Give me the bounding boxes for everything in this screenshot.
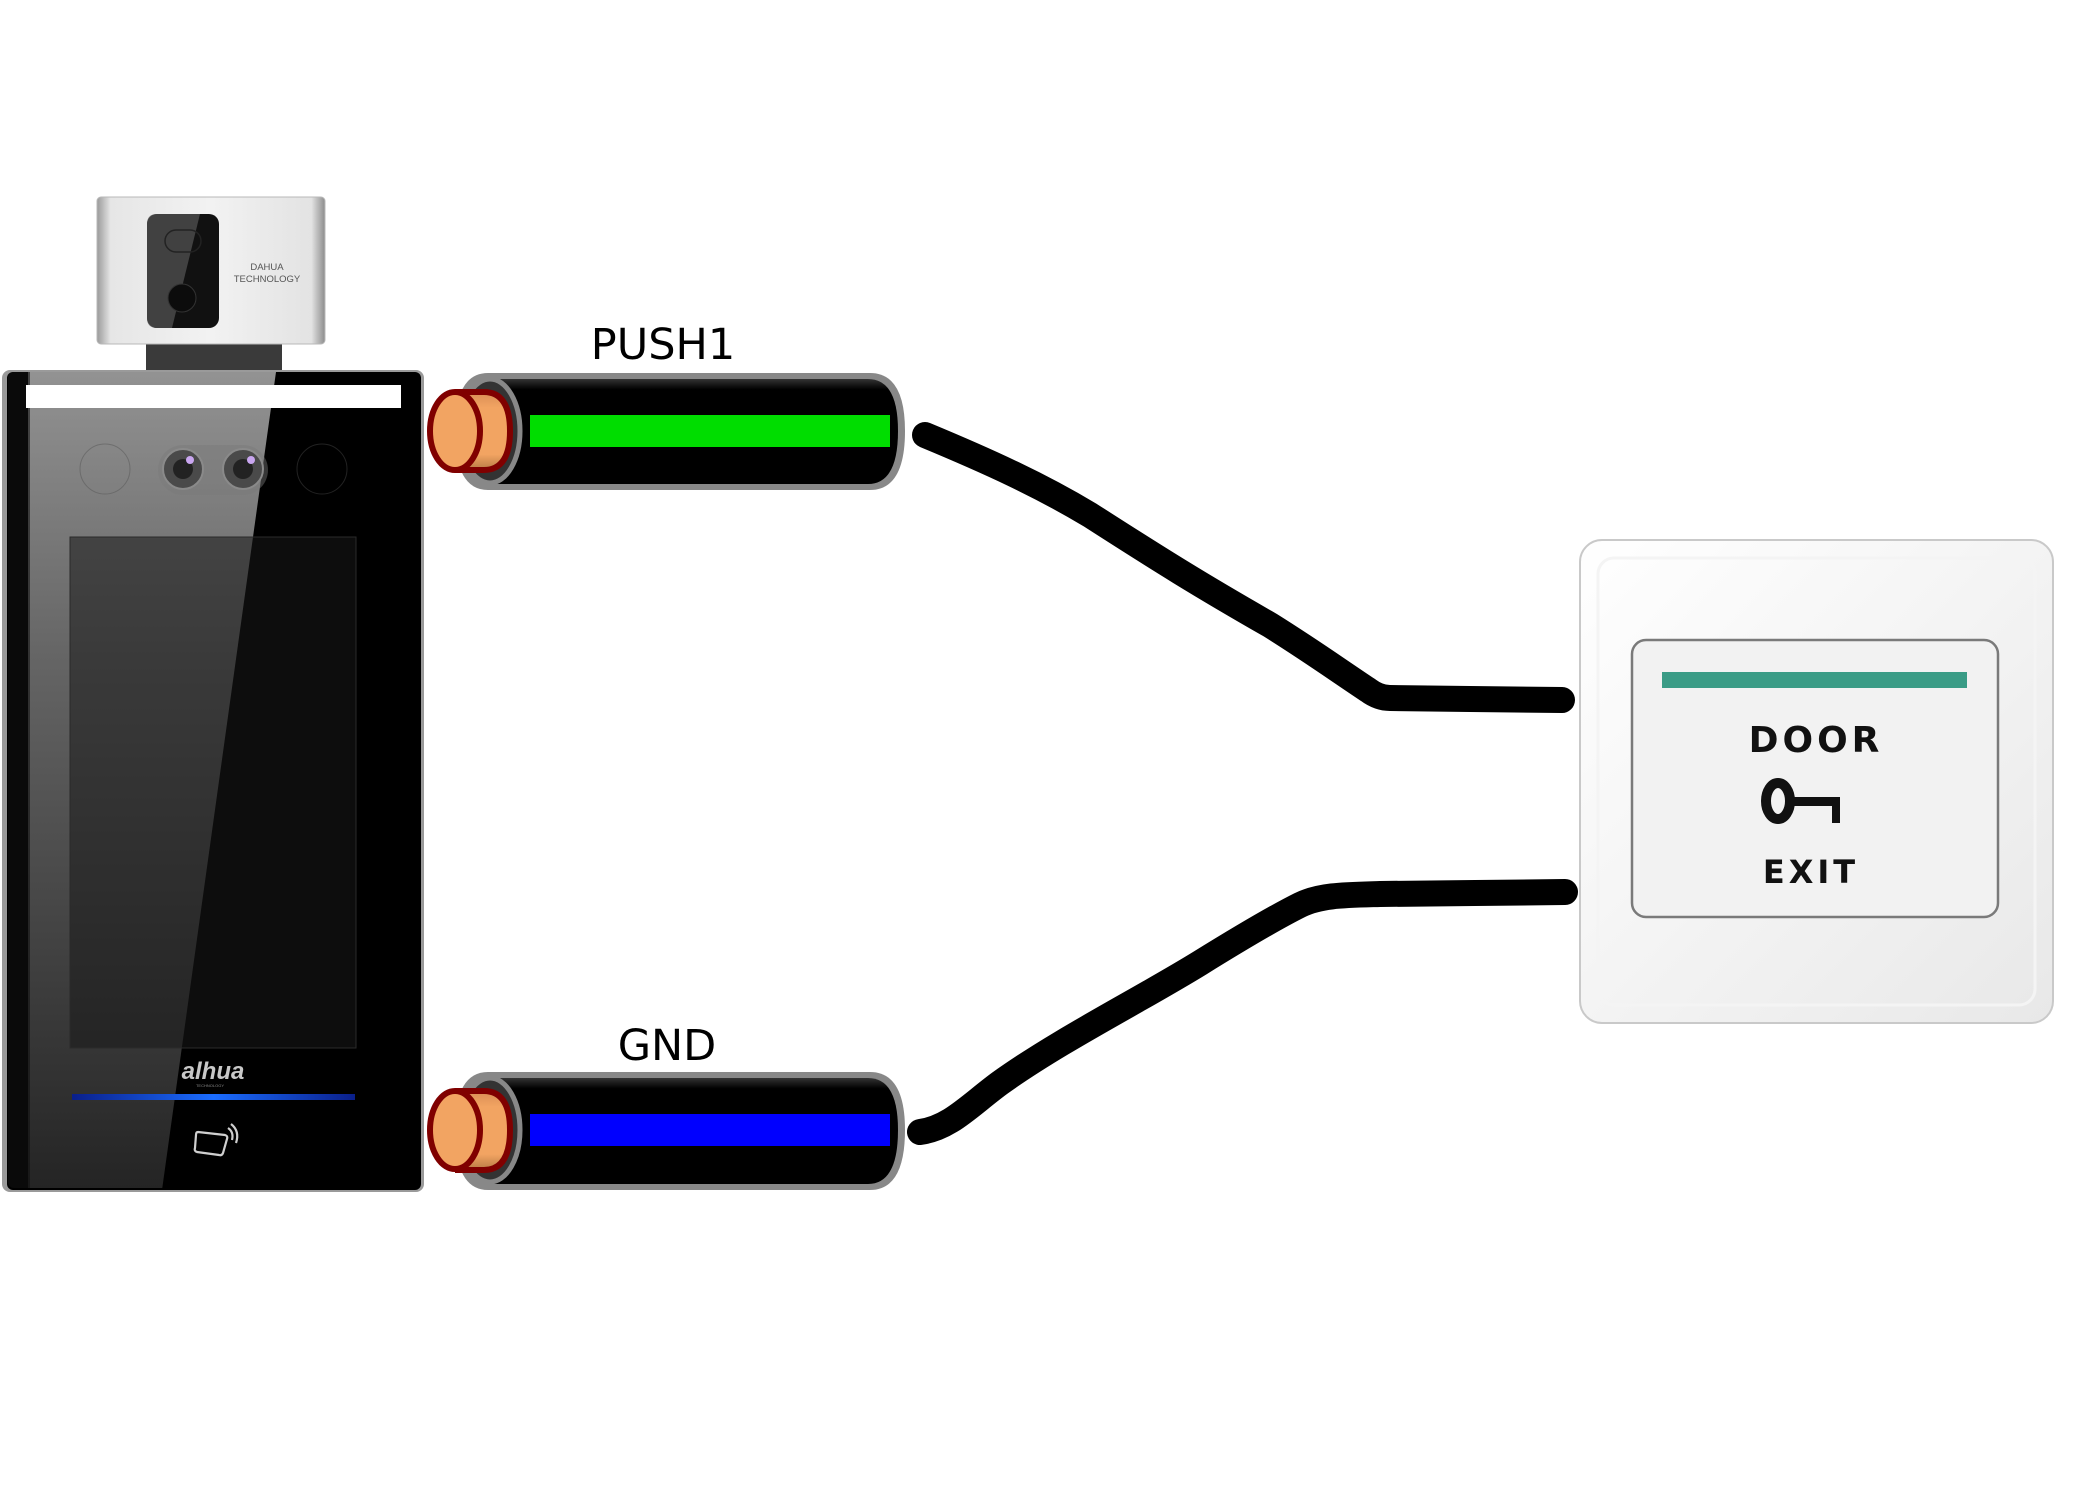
camera-lens-right-glare bbox=[247, 456, 255, 464]
ir-sensor-right bbox=[296, 443, 348, 495]
cable-gnd: GND bbox=[427, 1021, 905, 1190]
camera-lens-right-core bbox=[233, 459, 253, 479]
copper-core-face bbox=[427, 1088, 483, 1172]
access-terminal: DAHUA TECHNOLOGY alhua TECHNOLOGY bbox=[2, 196, 424, 1192]
button-text-door: DOOR bbox=[1749, 720, 1884, 761]
wire-label-gnd: GND bbox=[618, 1021, 717, 1071]
button-text-exit: EXIT bbox=[1763, 853, 1859, 891]
top-light-strip bbox=[26, 385, 401, 408]
display-screen bbox=[70, 537, 356, 1048]
wall-plate-bevel bbox=[1596, 556, 2037, 1007]
sensor-mount bbox=[146, 343, 282, 375]
sensor-window-reflection bbox=[147, 214, 200, 328]
dual-camera bbox=[79, 443, 348, 495]
cable-push1: PUSH1 bbox=[427, 320, 905, 490]
wire-stripe-green bbox=[530, 415, 890, 447]
wire-label-push1: PUSH1 bbox=[591, 320, 735, 370]
temperature-sensor-module: DAHUA TECHNOLOGY bbox=[96, 196, 326, 375]
door-exit-button: DOOR EXIT bbox=[1579, 539, 2054, 1024]
ir-sensor-left bbox=[79, 443, 131, 495]
indicator-strip bbox=[1662, 672, 1967, 688]
status-indicator-bar bbox=[72, 1094, 355, 1100]
copper-core-face bbox=[427, 389, 483, 473]
sensor-brand-line2: TECHNOLOGY bbox=[234, 274, 301, 285]
nfc-card-icon bbox=[193, 1123, 239, 1157]
sensor-brand-line1: DAHUA bbox=[250, 262, 284, 273]
camera-lens-left-glare bbox=[186, 456, 194, 464]
sensor-lens-slot bbox=[164, 229, 202, 253]
sensor-lens bbox=[167, 283, 197, 313]
brand-logo: alhua bbox=[182, 1058, 245, 1085]
camera-lens-left-core bbox=[173, 459, 193, 479]
key-icon bbox=[1761, 778, 1840, 824]
connector-wire-push1 bbox=[912, 422, 1575, 713]
display-screen-border bbox=[69, 536, 357, 1049]
push-button[interactable] bbox=[1630, 638, 2000, 919]
brand-logo-subtext: TECHNOLOGY bbox=[196, 1083, 224, 1088]
connector-wire-gnd bbox=[907, 879, 1578, 1145]
wire-stripe-blue bbox=[530, 1114, 890, 1146]
frame-shadow bbox=[8, 372, 30, 1188]
